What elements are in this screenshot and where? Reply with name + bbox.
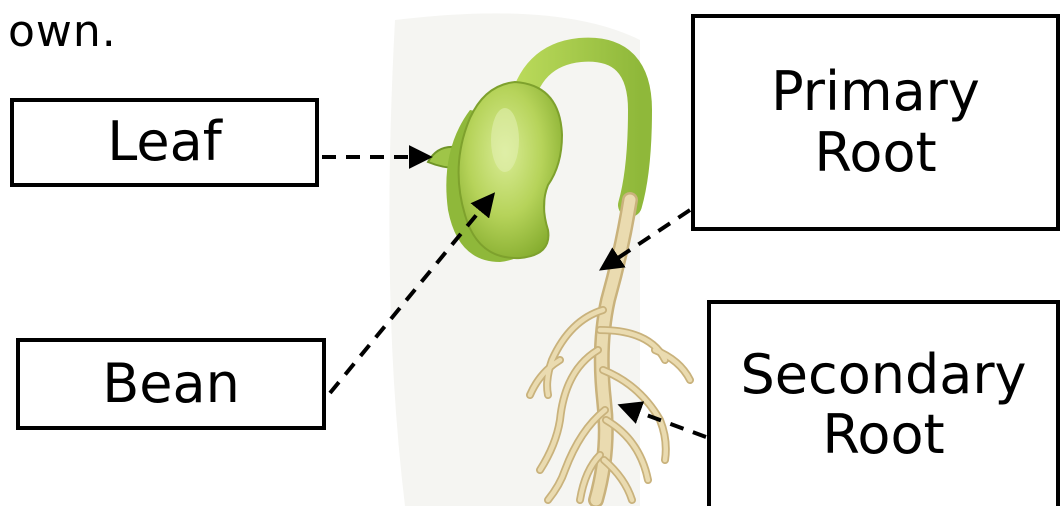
background-shape: [389, 13, 640, 506]
label-primary-root: Primary Root: [771, 60, 980, 184]
label-bean: Bean: [102, 351, 240, 415]
primary-root-arrow: [599, 208, 692, 271]
stem: [508, 37, 653, 217]
label-box-secondary-root: Secondary Root: [707, 300, 1060, 506]
label-leaf: Leaf: [107, 110, 222, 174]
label-box-primary-root: Primary Root: [691, 14, 1060, 231]
bean-arrow: [328, 192, 496, 395]
label-box-leaf: Leaf: [10, 98, 319, 187]
pointer-arrows: [322, 145, 707, 439]
label-secondary-root: Secondary Root: [740, 342, 1027, 466]
label-box-bean: Bean: [16, 338, 326, 430]
bean-shape: [457, 80, 564, 260]
secondary-root-arrow: [617, 401, 707, 439]
instruction-text-fragment: own.: [8, 6, 117, 57]
